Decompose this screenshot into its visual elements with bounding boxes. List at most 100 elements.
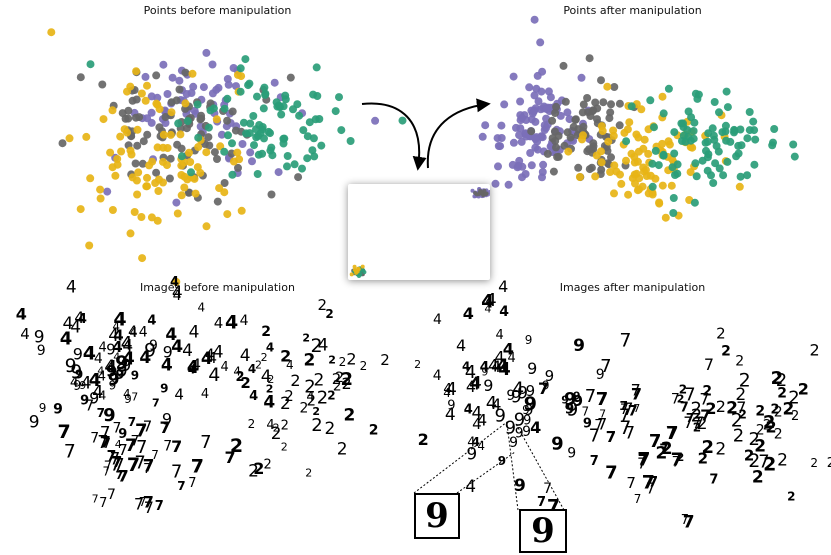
scatter-point-green bbox=[183, 117, 192, 126]
scatter-point-yellow bbox=[176, 130, 185, 139]
scatter-point-yellow bbox=[658, 139, 667, 148]
digit-glyph: 2 bbox=[230, 435, 243, 457]
scatter-point-purple bbox=[103, 187, 112, 196]
digit-glyph: 4 bbox=[465, 362, 476, 383]
scatter-point-yellow bbox=[173, 209, 182, 218]
digit-glyph: 2 bbox=[771, 403, 780, 418]
scatter-point-green bbox=[668, 163, 677, 172]
digit-glyph: 9 bbox=[511, 387, 522, 407]
scatter-point-purple bbox=[504, 180, 513, 189]
scatter-point-green bbox=[177, 152, 186, 161]
scatter-point-gray bbox=[550, 127, 559, 136]
scatter-point-yellow bbox=[352, 264, 357, 269]
digit-glyph: 4 bbox=[233, 365, 241, 379]
digit-glyph: 7 bbox=[143, 492, 154, 511]
scatter-point-green bbox=[290, 160, 299, 169]
scatter-point-green bbox=[279, 102, 288, 111]
digit-glyph: 4 bbox=[20, 325, 30, 343]
digit-glyph: 4 bbox=[286, 358, 294, 372]
scatter-point-green bbox=[692, 172, 701, 181]
digit-glyph: 9 bbox=[525, 333, 533, 347]
digit-glyph: 7 bbox=[692, 416, 701, 432]
digit-glyph: 2 bbox=[248, 462, 259, 482]
scatter-point-green bbox=[236, 87, 245, 96]
scatter-point-purple bbox=[537, 87, 546, 96]
digit-glyph: 4 bbox=[208, 349, 218, 367]
digit-glyph: 4 bbox=[512, 378, 524, 400]
scatter-point-yellow bbox=[194, 143, 203, 151]
digit-glyph: 9 bbox=[79, 379, 86, 392]
scatter-point-green bbox=[337, 126, 346, 135]
scatter-point-purple bbox=[500, 100, 509, 109]
digit-glyph: 7 bbox=[626, 474, 636, 492]
digit-glyph: 4 bbox=[189, 323, 200, 343]
scatter-point-green bbox=[174, 119, 183, 128]
digit-glyph: 2 bbox=[290, 371, 300, 390]
scatter-point-green bbox=[241, 55, 250, 64]
digit-glyph: 4 bbox=[78, 312, 87, 327]
digit-glyph: 9 bbox=[545, 367, 555, 385]
scatter-point-gray bbox=[76, 73, 85, 82]
scatter-point-green bbox=[299, 126, 308, 135]
scatter-point-yellow bbox=[117, 147, 126, 156]
scatter-point-green bbox=[236, 64, 245, 73]
scatter-point-yellow bbox=[631, 179, 639, 188]
scatter-point-yellow bbox=[185, 148, 193, 157]
scatter-point-yellow bbox=[120, 125, 129, 134]
scatter-point-gray bbox=[605, 114, 614, 123]
scatter-point-green bbox=[789, 140, 798, 149]
digit-glyph: 9 bbox=[149, 338, 158, 354]
scatter-point-gray bbox=[228, 107, 237, 116]
scatter-point-yellow bbox=[575, 173, 584, 181]
zoom-connector-4 bbox=[515, 423, 565, 511]
digit-glyph: 4 bbox=[466, 377, 476, 396]
digit-glyph: 7 bbox=[620, 402, 629, 418]
scatter-point-yellow bbox=[147, 213, 156, 222]
scatter-point-gray bbox=[121, 114, 130, 123]
scatter-point-green bbox=[650, 123, 658, 132]
digit-glyph: 9 bbox=[39, 401, 47, 415]
digit-glyph: 4 bbox=[89, 370, 102, 391]
scatter-point-green bbox=[737, 141, 746, 150]
scatter-point-yellow bbox=[85, 241, 94, 250]
digit-glyph: 2 bbox=[302, 332, 310, 345]
digit-glyph: 2 bbox=[705, 399, 716, 418]
scatter-point-purple bbox=[522, 132, 531, 141]
scatter-point-gray bbox=[182, 124, 191, 133]
digit-glyph: 9 bbox=[517, 384, 528, 404]
digit-glyph: 4 bbox=[74, 308, 84, 327]
digit-glyph: 4 bbox=[205, 346, 215, 364]
digit-glyph: 2 bbox=[342, 374, 352, 393]
scatter-point-green bbox=[681, 137, 690, 146]
scatter-point-green bbox=[708, 124, 717, 133]
scatter-point-yellow bbox=[137, 213, 146, 221]
digit-glyph: 2 bbox=[328, 353, 336, 366]
digit-glyph: 9 bbox=[567, 446, 576, 462]
scatter-point-yellow bbox=[188, 69, 197, 78]
scatter-point-purple bbox=[497, 121, 506, 130]
scatter-point-yellow bbox=[191, 189, 200, 198]
digit-glyph: 9 bbox=[103, 405, 116, 426]
scatter-point-gray bbox=[589, 145, 598, 154]
scatter-point-yellow bbox=[667, 181, 676, 190]
scatter-point-yellow bbox=[658, 181, 667, 190]
scatter-point-green bbox=[689, 134, 698, 143]
digit-glyph: 2 bbox=[236, 370, 245, 385]
digit-glyph: 2 bbox=[281, 419, 289, 434]
thumbnail-cluster-top bbox=[470, 187, 492, 199]
scatter-point-green bbox=[194, 133, 203, 142]
digit-glyph: 4 bbox=[182, 341, 193, 361]
digit-glyph: 4 bbox=[318, 336, 329, 356]
scatter-point-yellow bbox=[604, 137, 613, 146]
scatter-point-gray bbox=[196, 115, 205, 124]
digit-glyph: 4 bbox=[485, 290, 496, 311]
scatter-point-green bbox=[648, 159, 657, 168]
digit-glyph: 2 bbox=[327, 389, 335, 403]
scatter-point-purple bbox=[565, 115, 574, 124]
digit-glyph: 4 bbox=[462, 360, 470, 374]
scatter-point-gray bbox=[599, 98, 608, 107]
digit-glyph: 2 bbox=[693, 421, 701, 435]
digit-glyph: 7 bbox=[135, 421, 148, 442]
digit-glyph: 2 bbox=[318, 296, 328, 314]
digit-glyph: 2 bbox=[827, 456, 831, 471]
